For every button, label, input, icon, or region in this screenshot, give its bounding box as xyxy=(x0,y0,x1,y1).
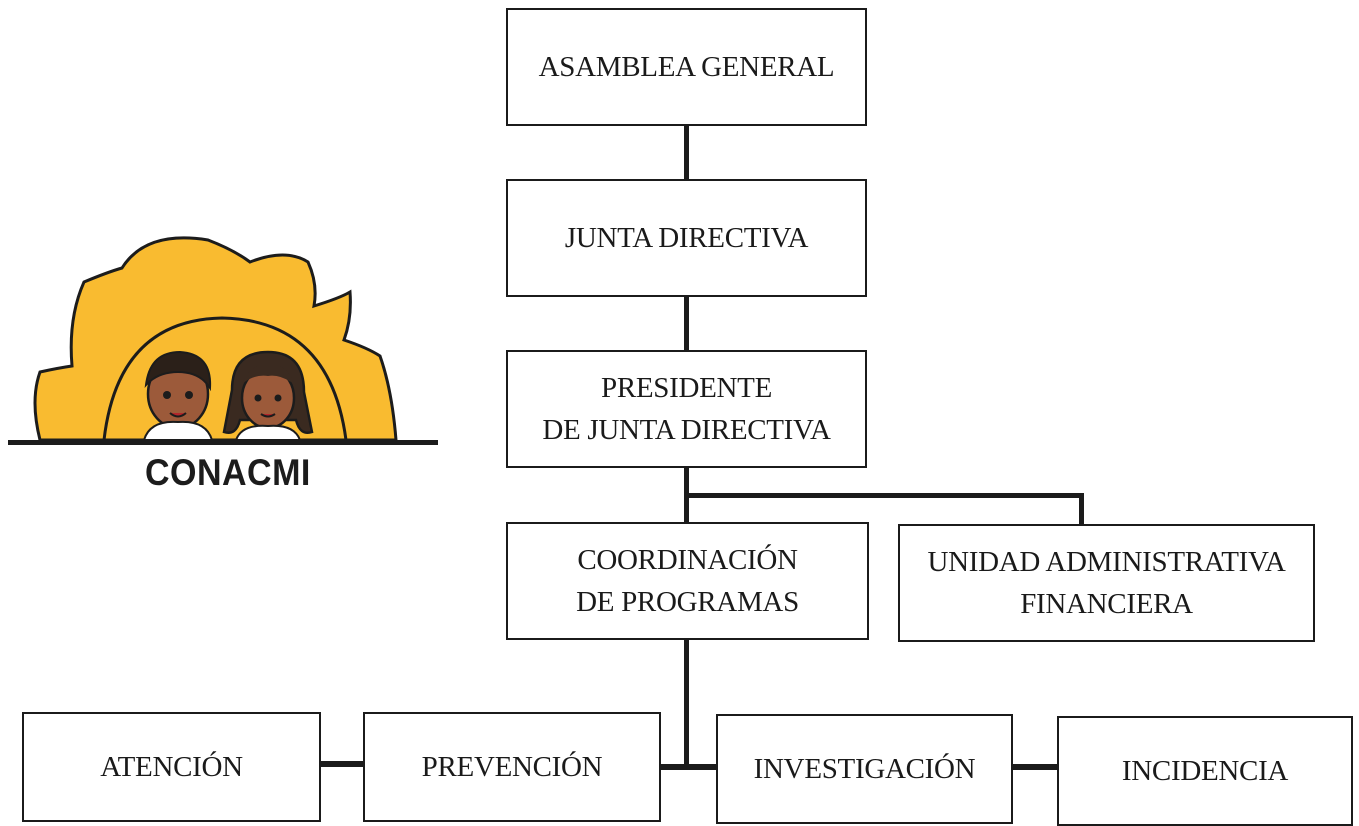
ground-line xyxy=(8,440,438,445)
connector-atencion-prevencion xyxy=(319,761,365,767)
node-label-line: INCIDENCIA xyxy=(1121,754,1289,787)
conacmi-logo xyxy=(8,236,438,445)
node-investigacion: INVESTIGACIÓN xyxy=(716,714,1013,824)
connector-prevencion-investigacion xyxy=(658,764,720,770)
node-label-line: PRESIDENTE xyxy=(600,371,772,404)
connector-branch-horizontal xyxy=(684,493,1084,498)
girl-figure xyxy=(222,350,314,441)
node-label-line: ATENCIÓN xyxy=(100,750,243,783)
node-junta-directiva: JUNTA DIRECTIVA xyxy=(506,179,867,297)
connector-investigacion-incidencia xyxy=(1011,764,1059,770)
connector-asamblea-junta xyxy=(684,124,689,181)
node-label-line: INVESTIGACIÓN xyxy=(753,752,976,785)
node-label-line: DE PROGRAMAS xyxy=(576,586,799,618)
node-label-line: PREVENCIÓN xyxy=(421,750,603,783)
node-label-line: DE JUNTA DIRECTIVA xyxy=(542,414,831,446)
connector-branch-unidad xyxy=(1079,493,1084,526)
node-asamblea-general: ASAMBLEA GENERAL xyxy=(506,8,867,126)
node-unidad-administrativa-financiera: UNIDAD ADMINISTRATIVA FINANCIERA xyxy=(898,524,1315,642)
logo-wordmark: CONACMI xyxy=(144,452,311,493)
node-atencion: ATENCIÓN xyxy=(22,712,321,822)
node-coordinacion-programas: COORDINACIÓN DE PROGRAMAS xyxy=(506,522,869,640)
connector-junta-presidente xyxy=(684,295,689,352)
sun-inner-arc xyxy=(102,316,348,441)
node-label-line: COORDINACIÓN xyxy=(577,543,798,576)
connector-coordinacion-programs xyxy=(684,638,689,770)
node-label-line: FINANCIERA xyxy=(1020,588,1193,620)
sun-rays xyxy=(33,236,398,442)
node-label-line: JUNTA DIRECTIVA xyxy=(564,221,809,254)
node-label-line: UNIDAD ADMINISTRATIVA xyxy=(927,545,1286,578)
boy-figure xyxy=(142,350,214,441)
node-incidencia: INCIDENCIA xyxy=(1057,716,1353,826)
node-prevencion: PREVENCIÓN xyxy=(363,712,661,822)
node-presidente-junta-directiva: PRESIDENTE DE JUNTA DIRECTIVA xyxy=(506,350,867,468)
node-label-line: ASAMBLEA GENERAL xyxy=(538,50,835,83)
